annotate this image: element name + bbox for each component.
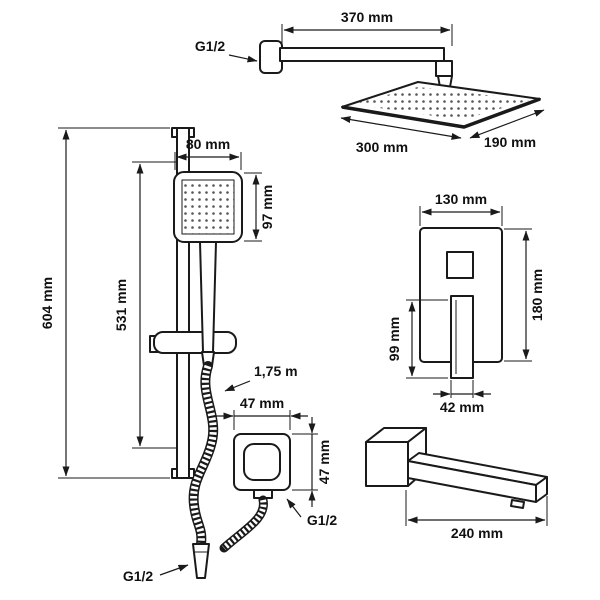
mixer-height-label: 180 mm bbox=[529, 269, 545, 321]
dim-handshower-width: 80 mm bbox=[174, 136, 242, 170]
mixer-diverter-button bbox=[446, 251, 474, 279]
arm-body bbox=[279, 47, 445, 62]
lever-length-label: 99 mm bbox=[386, 317, 402, 361]
slider-bracket bbox=[153, 331, 237, 354]
bar-length-label: 531 mm bbox=[113, 279, 129, 331]
bath-spout bbox=[365, 427, 548, 509]
dim-head-depth: 190 mm bbox=[469, 109, 545, 150]
head-depth-label: 190 mm bbox=[484, 134, 536, 150]
dim-mixer-height: 180 mm bbox=[504, 228, 545, 362]
dim-lever-width: 42 mm bbox=[433, 380, 491, 415]
elbow-hose-stub-ribs bbox=[221, 499, 267, 551]
rain-shower-head bbox=[341, 81, 541, 129]
outlet-width-label: 47 mm bbox=[240, 395, 284, 411]
shower-arm bbox=[259, 40, 453, 88]
dim-spout-length: 240 mm bbox=[405, 490, 548, 541]
hand-shower-handle bbox=[199, 241, 217, 353]
dim-arm-thread: G1/2 bbox=[195, 38, 258, 63]
hand-shower-face bbox=[181, 179, 235, 235]
dim-head-width: 300 mm bbox=[340, 116, 462, 155]
hose-thread-label: G1/2 bbox=[123, 568, 154, 584]
spout-nozzle bbox=[510, 499, 525, 509]
hose-end-nut bbox=[192, 543, 210, 579]
rain-head-nozzles bbox=[352, 87, 530, 120]
dim-handshower-height: 97 mm bbox=[244, 172, 275, 242]
outlet-height-label: 47 mm bbox=[316, 440, 332, 484]
arm-elbow bbox=[435, 60, 453, 77]
handshower-width-label: 80 mm bbox=[186, 136, 230, 152]
hose-length-label: 1,75 m bbox=[254, 363, 298, 379]
hand-shower bbox=[149, 171, 243, 367]
head-width-label: 300 mm bbox=[356, 139, 408, 155]
dim-hose-length: 1,75 m bbox=[224, 363, 298, 392]
dim-total-height: 604 mm bbox=[39, 127, 170, 479]
dim-mixer-width: 130 mm bbox=[419, 191, 503, 226]
dim-outlet-width: 47 mm bbox=[216, 395, 308, 430]
hose-ribs bbox=[190, 364, 217, 545]
shower-hose bbox=[188, 361, 219, 579]
spout-body-end bbox=[535, 476, 548, 503]
dim-outlet-height: 47 mm bbox=[292, 417, 332, 507]
rain-head-front-edge bbox=[341, 97, 541, 129]
dim-hose-thread: G1/2 bbox=[123, 564, 189, 584]
mixer-lever bbox=[450, 295, 474, 379]
spout-length-label: 240 mm bbox=[451, 525, 503, 541]
dim-bar-length: 531 mm bbox=[113, 161, 176, 449]
dim-outlet-thread: G1/2 bbox=[286, 498, 338, 528]
elbow-body bbox=[243, 443, 281, 481]
spout-flange-front bbox=[365, 441, 409, 487]
dim-arm-length: 370 mm bbox=[281, 9, 453, 46]
mixer-valve bbox=[419, 227, 503, 379]
outlet-thread-label: G1/2 bbox=[307, 512, 338, 528]
arm-wall-flange bbox=[259, 40, 283, 74]
dim-lever-length: 99 mm bbox=[386, 299, 448, 379]
arm-length-label: 370 mm bbox=[341, 9, 393, 25]
wall-outlet-elbow bbox=[219, 433, 291, 553]
arm-thread-label: G1/2 bbox=[195, 38, 226, 54]
total-height-label: 604 mm bbox=[39, 277, 55, 329]
mixer-width-label: 130 mm bbox=[435, 191, 487, 207]
lever-width-label: 42 mm bbox=[440, 399, 484, 415]
handshower-height-label: 97 mm bbox=[259, 185, 275, 229]
